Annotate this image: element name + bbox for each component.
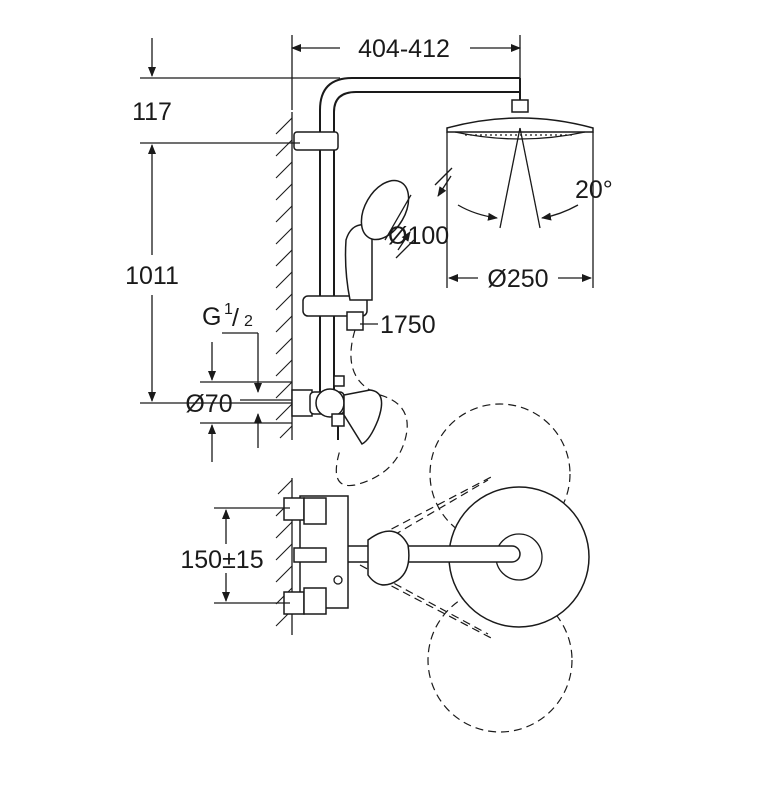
dim-hand-shower: Ø100	[388, 167, 453, 259]
thread-numerator: 1	[224, 301, 233, 318]
dim-404-412: 404-412	[291, 35, 521, 110]
dim-head-shower: Ø250	[448, 265, 592, 293]
head-shower	[446, 78, 594, 288]
hand-shower-dia-label: Ø100	[388, 222, 449, 250]
dim-hose: 1750	[360, 311, 436, 339]
shower-riser-pipe	[293, 77, 520, 395]
hand-shower	[302, 179, 412, 331]
shower-hose	[335, 329, 408, 487]
centers-label: 150±15	[180, 546, 263, 574]
tilt-angle-label: 20°	[575, 176, 613, 204]
top-view	[283, 403, 590, 733]
dim-thread: G 1 / 2	[202, 301, 262, 448]
thread-slash: /	[232, 304, 239, 332]
thread-denominator: 2	[244, 313, 253, 330]
mixer-front	[291, 375, 383, 445]
dim-top-offset-label: 117	[132, 98, 172, 126]
dim-angle: 20°	[457, 176, 613, 221]
dim-117: 117	[132, 38, 340, 144]
dim-overall-width-label: 404-412	[358, 35, 450, 63]
wall-upper	[275, 112, 293, 440]
hose-length-label: 1750	[380, 311, 436, 339]
escutcheon-label: Ø70	[185, 390, 232, 418]
dim-escutcheon: Ø70	[185, 342, 292, 462]
dim-bar-height-label: 1011	[125, 262, 179, 290]
head-shower-dia-label: Ø250	[487, 265, 548, 293]
dim-centers: 150±15	[180, 507, 290, 604]
dim-1011: 1011	[125, 144, 292, 404]
thread-label: G	[202, 303, 221, 331]
